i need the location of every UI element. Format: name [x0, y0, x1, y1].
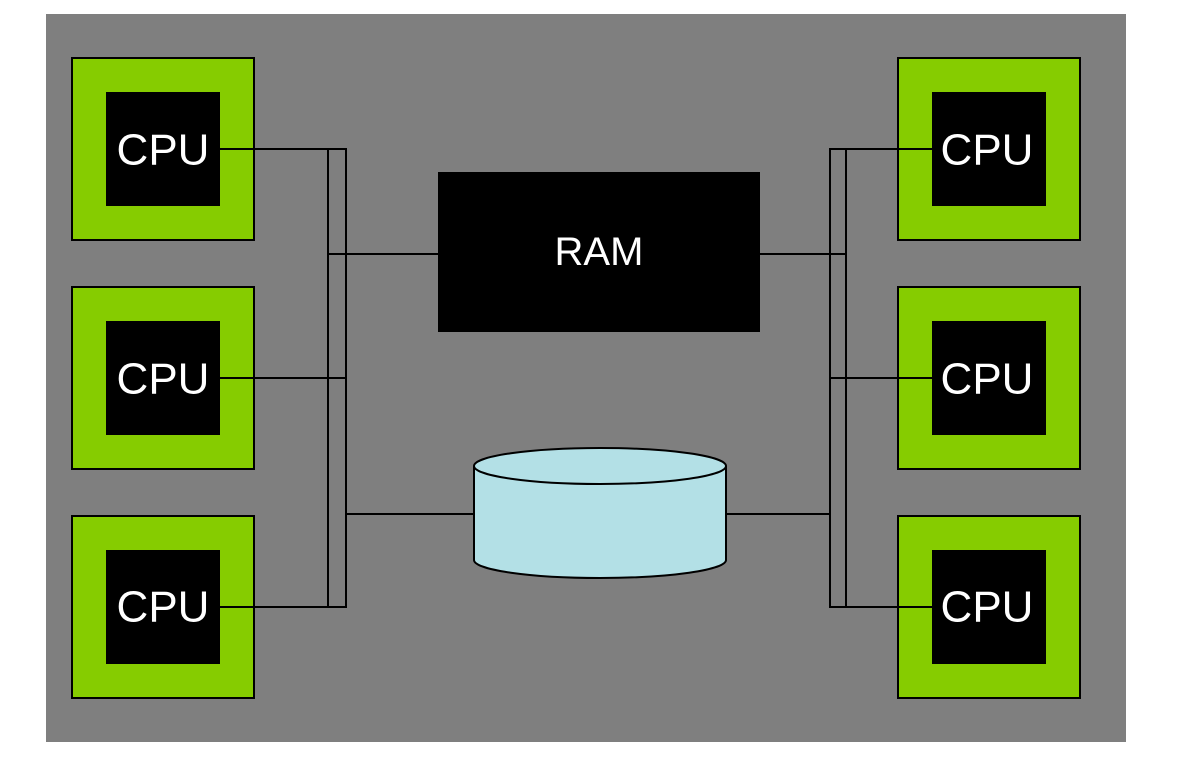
- cpu-label: CPU: [117, 126, 210, 175]
- cpu-connectors: [220, 148, 932, 608]
- cpu-label: CPU: [117, 355, 210, 404]
- disk-cylinder-icon: [473, 447, 727, 579]
- cpu-label: CPU: [941, 583, 1034, 632]
- ram-module: RAM: [438, 172, 760, 332]
- cpu-label: CPU: [941, 355, 1034, 404]
- cpu-label: CPU: [117, 583, 210, 632]
- cpu-label: CPU: [941, 126, 1034, 175]
- ram-label: RAM: [555, 230, 644, 274]
